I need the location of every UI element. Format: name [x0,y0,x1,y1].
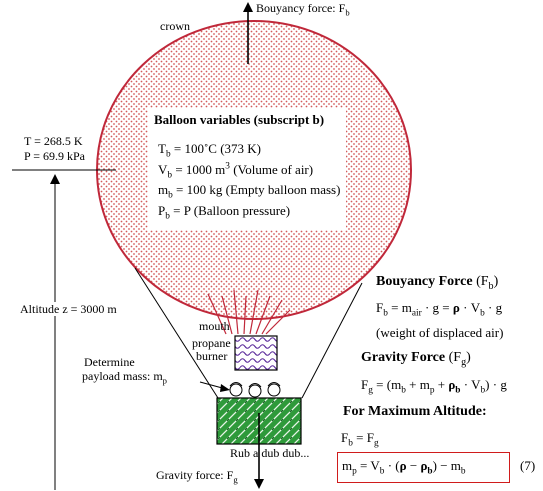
variables-heading: Balloon variables (subscript b) [154,112,325,127]
variable-volume: Vb = 1000 m3 (Volume of air) [158,161,314,181]
determine-label: Determine [84,355,135,369]
buoyancy-heading: Bouyancy Force (Fb) [376,274,499,292]
propane-burner [234,335,278,371]
max-altitude-heading: For Maximum Altitude: [343,404,487,419]
rope-right [301,282,363,399]
gravity-equation: Fg = (mb + mp + ρb · Vb) · g [361,377,507,396]
basket-label: Rub a dub dub... [230,446,310,460]
crown-label: crown [160,19,190,33]
variables-panel [148,108,346,230]
final-equation-box [337,452,510,483]
equation-number: (7) [520,458,536,473]
buoyancy-note: (weight of displaced air) [376,325,504,340]
passengers [229,382,281,398]
propane-label: propane [192,336,231,350]
buoyancy-force-label: Bouyancy force: Fb [256,1,350,18]
final-equation: mp = Vb · (ρ − ρb) − mb [342,458,466,477]
gravity-heading: Gravity Force (Fg) [361,350,471,368]
buoyancy-equation: Fb = mair · g = ρ · Vb · g [376,300,503,319]
altitude-label: Altitude z = 3000 m [20,302,117,316]
mouth-label: mouth [199,319,230,333]
force-balance-equation: Fb = Fg [341,430,379,449]
burner-label: burner [196,349,228,363]
variable-temperature: Tb = 100˚C (373 K) [158,141,262,160]
rope-left [134,267,219,399]
flame-lines [207,289,291,335]
temperature-label: T = 268.5 K [24,134,83,148]
payload-label: payload mass: mp [82,369,167,386]
pressure-label: P = 69.9 kPa [24,149,85,163]
variable-pressure: Pb = P (Balloon pressure) [158,203,291,222]
variable-mass: mb = 100 kg (Empty balloon mass) [158,182,341,201]
gravity-force-label: Gravity force: Fg [156,468,238,485]
